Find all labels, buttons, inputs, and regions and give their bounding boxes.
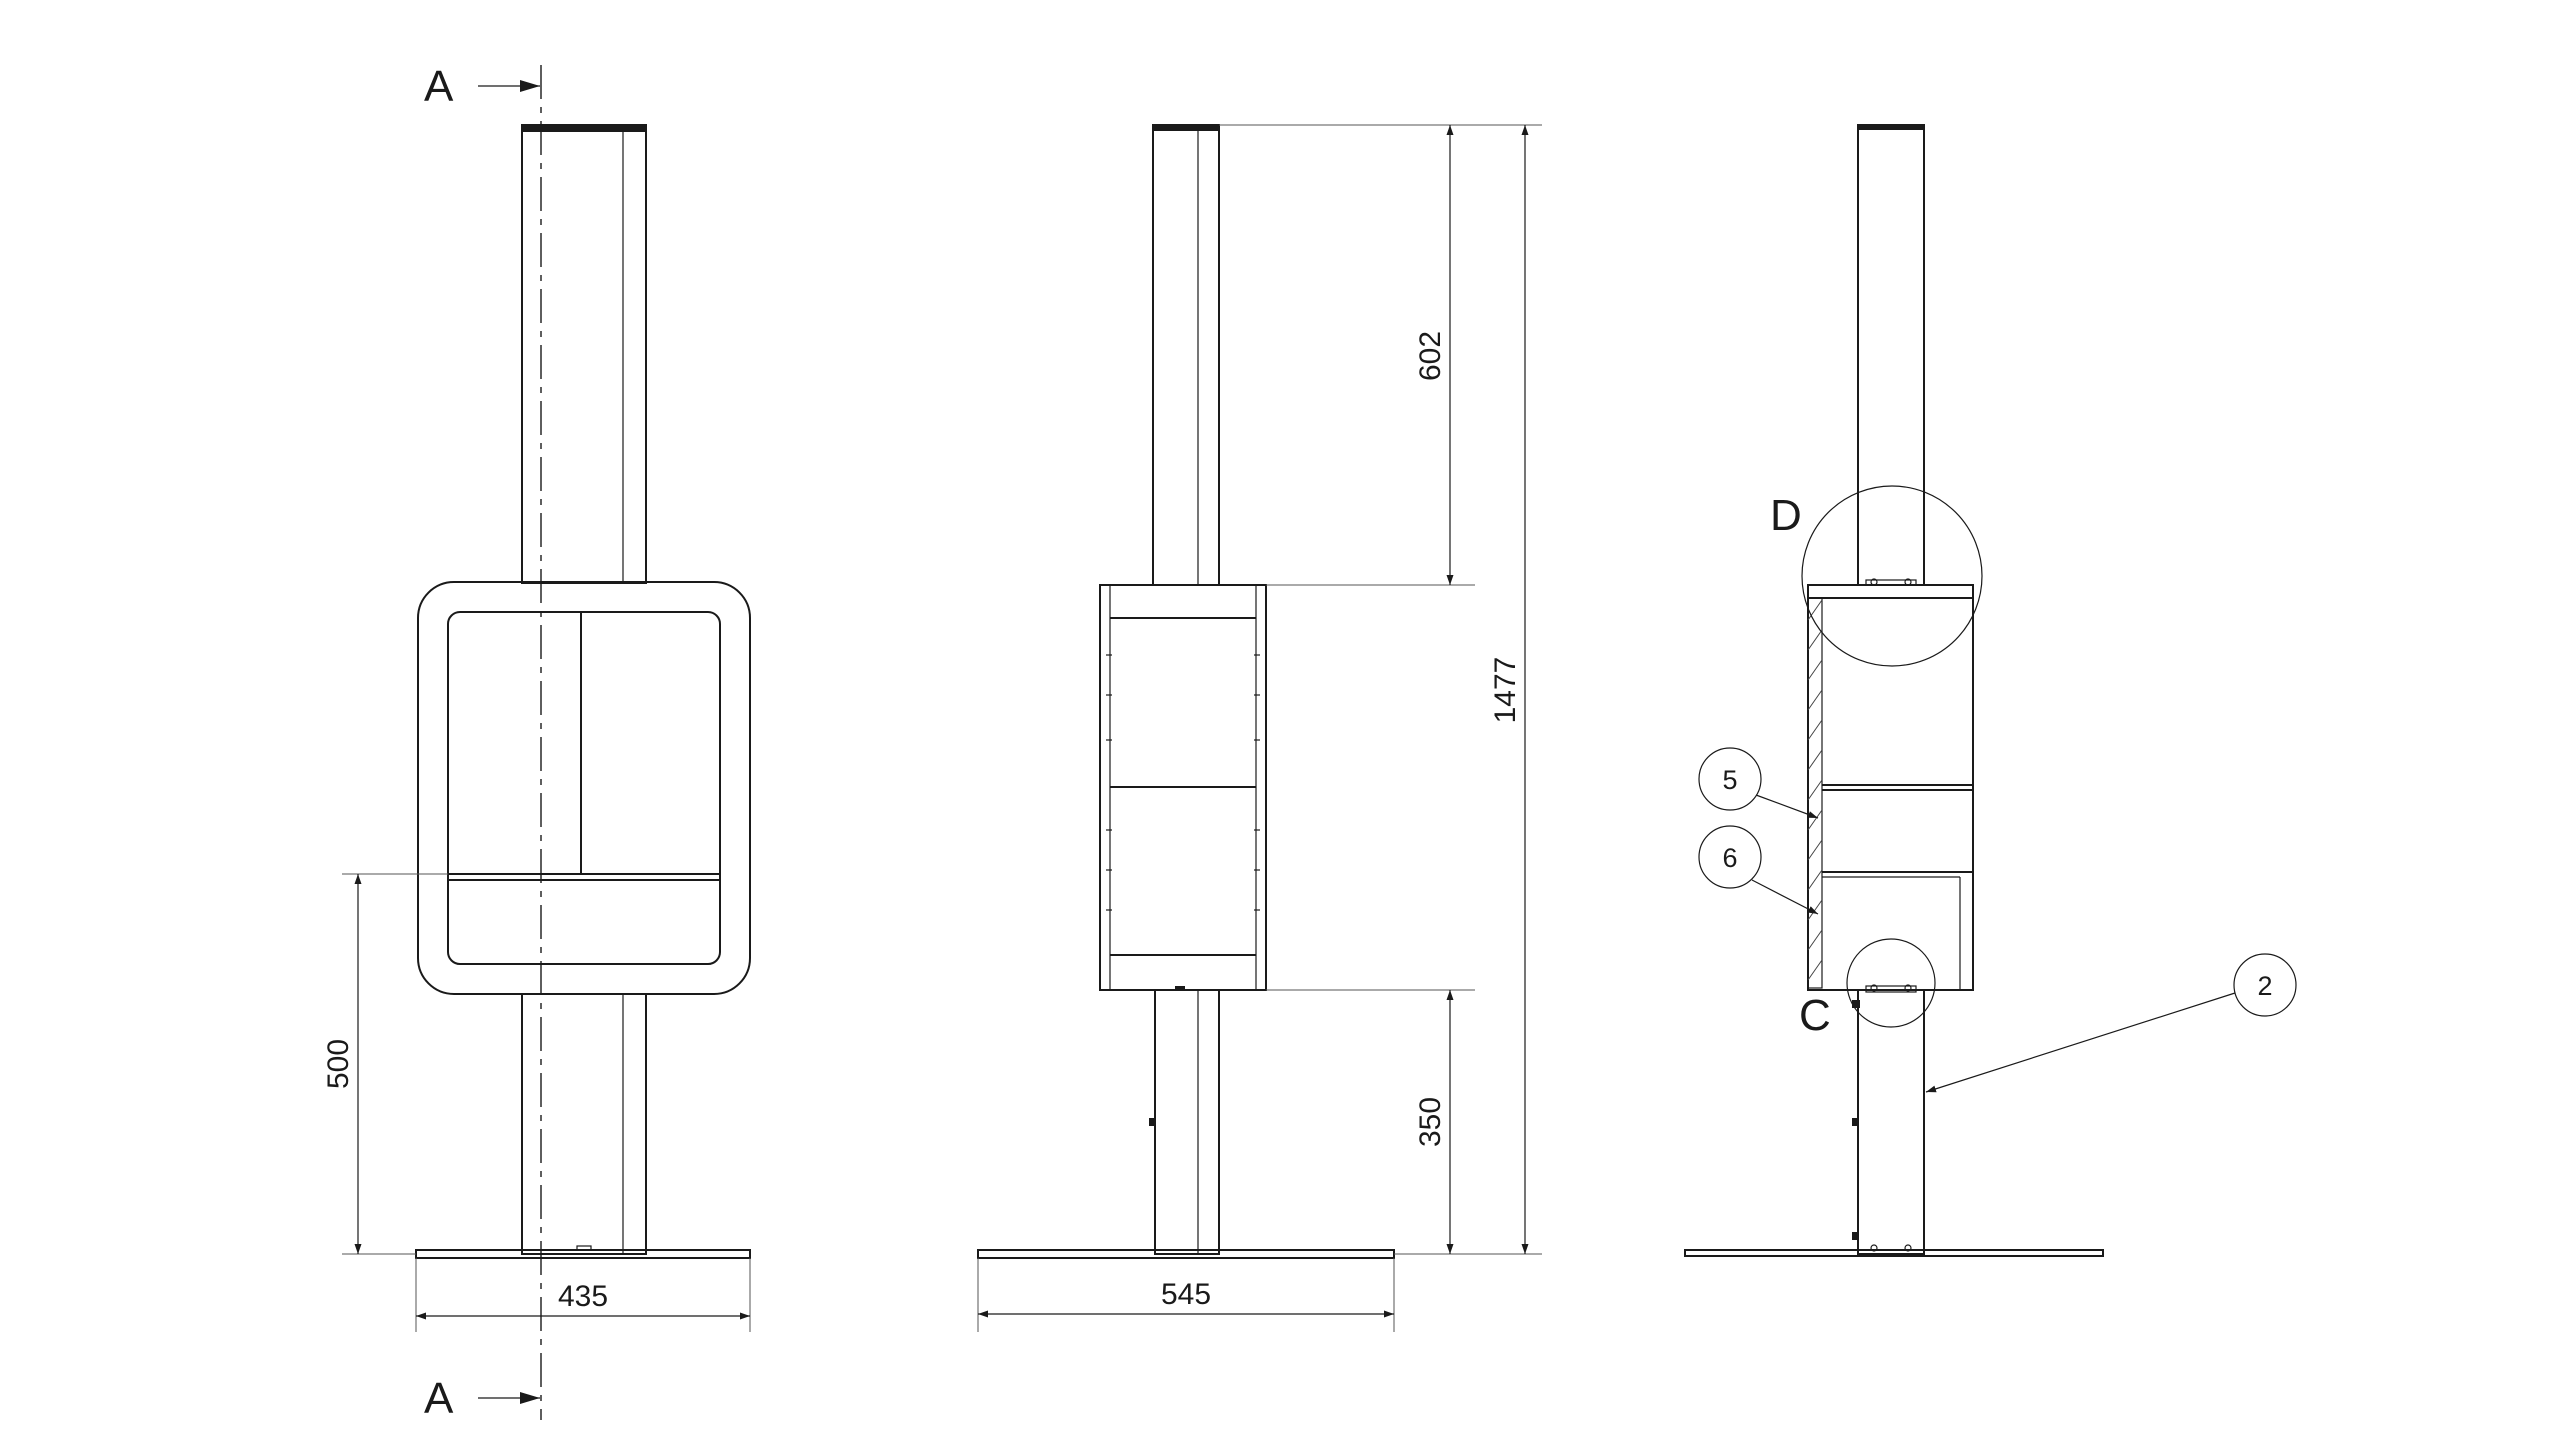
balloon-6-label: 6 xyxy=(1722,843,1737,873)
detail-circle-c xyxy=(1846,938,1936,1028)
dim-602: 602 xyxy=(1414,331,1447,381)
balloon-2 xyxy=(2233,953,2297,1017)
dim-350: 350 xyxy=(1414,1097,1447,1147)
firebox-frame-inner xyxy=(447,611,721,965)
side-support-leg xyxy=(1154,989,1220,1255)
dim-500: 500 xyxy=(322,1039,355,1089)
detail-circle-d xyxy=(1801,485,1983,667)
section-view: D C 5 6 2 xyxy=(1684,124,2297,1257)
balloon-5 xyxy=(1698,747,1762,811)
side-view: 545 602 1477 350 xyxy=(977,124,1542,1332)
front-view: A A 435 500 xyxy=(322,62,751,1423)
support-leg xyxy=(521,993,647,1255)
section-label-a-top: A xyxy=(424,62,454,111)
detail-label-c: C xyxy=(1799,991,1831,1040)
section-flue-pipe xyxy=(1857,124,1925,586)
balloon-5-label: 5 xyxy=(1722,765,1737,795)
balloon-2-label: 2 xyxy=(2257,971,2272,1001)
side-flue-pipe xyxy=(1152,124,1220,586)
firebox-frame-outer xyxy=(417,581,751,995)
dim-435: 435 xyxy=(558,1280,608,1313)
flue-cap xyxy=(522,124,646,132)
balloon-6 xyxy=(1698,825,1762,889)
section-support-leg xyxy=(1857,989,1925,1255)
section-base-plate xyxy=(1684,1249,2104,1257)
dim-545: 545 xyxy=(1161,1278,1211,1311)
dim-1477: 1477 xyxy=(1489,657,1522,724)
detail-label-d: D xyxy=(1770,491,1802,540)
section-label-a-bottom: A xyxy=(424,1374,454,1423)
